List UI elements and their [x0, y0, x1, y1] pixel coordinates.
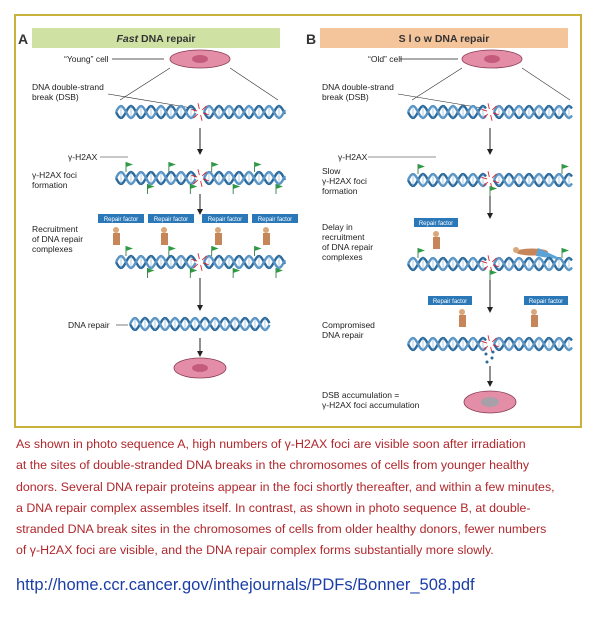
accum-label-b1: DSB accumulation =	[322, 390, 399, 400]
caption-line-2: at the sites of double-stranded DNA brea…	[16, 458, 530, 473]
delay-label-b1: Delay in	[322, 222, 353, 232]
repair-factor-b1: Repair factor	[414, 218, 458, 249]
panel-a-title: Fast DNA repair	[117, 33, 196, 45]
h2ax-label-b: γ-H2AX	[338, 152, 368, 162]
compromised-label-b1: Compromised	[322, 320, 375, 330]
dsb-label-b2: break (DSB)	[322, 92, 369, 102]
slow-label-b3: formation	[322, 186, 358, 196]
caption-line-4: a DNA repair complex assembles itself. I…	[16, 500, 531, 515]
panel-b-header: B S l o w DNA repair	[306, 28, 568, 48]
caption-line-5: stranded DNA break sites in the chromoso…	[16, 522, 547, 537]
svg-text:Repair factor: Repair factor	[529, 299, 563, 305]
dna-helix-b1	[406, 103, 573, 121]
foci-label-a2: formation	[32, 180, 68, 190]
dna-repair-figure: A Fast DNA repair B S l o w DNA repair “…	[14, 14, 582, 428]
delay-label-b3: of DNA repair	[322, 242, 373, 252]
caption: As shown in photo sequence A, high numbe…	[16, 434, 582, 562]
old-cell-label: “Old” cell	[368, 54, 402, 64]
panel-a-header: A Fast DNA repair	[18, 28, 280, 48]
slow-label-b2: γ-H2AX foci	[322, 176, 367, 186]
caption-line-1: As shown in photo sequence A, high numbe…	[16, 437, 526, 451]
panel-b-title: S l o w DNA repair	[399, 33, 490, 45]
panel-a-letter: A	[18, 31, 28, 47]
caption-line-6: of γ-H2AX foci are visible, and the DNA …	[16, 543, 494, 558]
dsb-label-b1: DNA double-strand	[322, 82, 394, 92]
young-cell-label: “Young” cell	[64, 54, 109, 64]
repair-factor-a1: Repair factor	[98, 214, 144, 245]
dna-helix-b4	[406, 335, 573, 353]
panel-b-letter: B	[306, 31, 316, 47]
dna-helix-a2	[114, 162, 287, 194]
svg-text:Repair factor: Repair factor	[419, 221, 453, 227]
slow-label-b1: Slow	[322, 166, 341, 176]
dna-helix-a4	[128, 316, 271, 332]
repair-factor-b2: Repair factor	[428, 296, 472, 327]
accum-label-b2: γ-H2AX foci accumulation	[322, 400, 420, 410]
repair-factor-a3: Repair factor	[202, 214, 248, 245]
repair-factor-a2: Repair factor	[148, 214, 194, 245]
svg-text:Repair factor: Repair factor	[258, 217, 292, 223]
dna-helix-b3	[406, 248, 573, 280]
foci-label-a1: γ-H2AX foci	[32, 170, 77, 180]
source-url[interactable]: http://home.ccr.cancer.gov/inthejournals…	[16, 576, 475, 594]
caption-line-3: donors. Several DNA repair proteins appe…	[16, 479, 555, 494]
svg-text:Repair factor: Repair factor	[208, 217, 242, 223]
panel-a: “Young” cell DNA double-strand break (DS…	[32, 49, 298, 379]
svg-text:Repair factor: Repair factor	[104, 217, 138, 223]
dsb-label-a2: break (DSB)	[32, 92, 79, 102]
recruit-label-a1: Recruitment	[32, 224, 78, 234]
broken-fragments-b	[484, 350, 495, 364]
panel-b: “Old” cell DNA double-strand break (DSB)…	[322, 49, 573, 414]
repair-factors-a: Repair factor Repair factor Repair facto…	[98, 214, 298, 245]
repair-factor-b3: Repair factor	[524, 296, 568, 327]
h2ax-label-a: γ-H2AX	[68, 152, 98, 162]
svg-text:Repair factor: Repair factor	[433, 299, 467, 305]
repair-factor-a4: Repair factor	[252, 214, 298, 245]
delay-label-b4: complexes	[322, 252, 363, 262]
recruit-label-a3: complexes	[32, 244, 73, 254]
recruit-label-a2: of DNA repair	[32, 234, 83, 244]
dna-repair-label-a: DNA repair	[68, 320, 110, 330]
delay-label-b2: recruitment	[322, 232, 365, 242]
dna-helix-b2	[406, 164, 573, 196]
dna-helix-a3	[114, 246, 287, 278]
svg-text:Repair factor: Repair factor	[154, 217, 188, 223]
dsb-label-a1: DNA double-strand	[32, 82, 104, 92]
dna-helix-a1	[114, 103, 287, 121]
resting-factor-b	[513, 247, 564, 260]
compromised-label-b2: DNA repair	[322, 330, 364, 340]
